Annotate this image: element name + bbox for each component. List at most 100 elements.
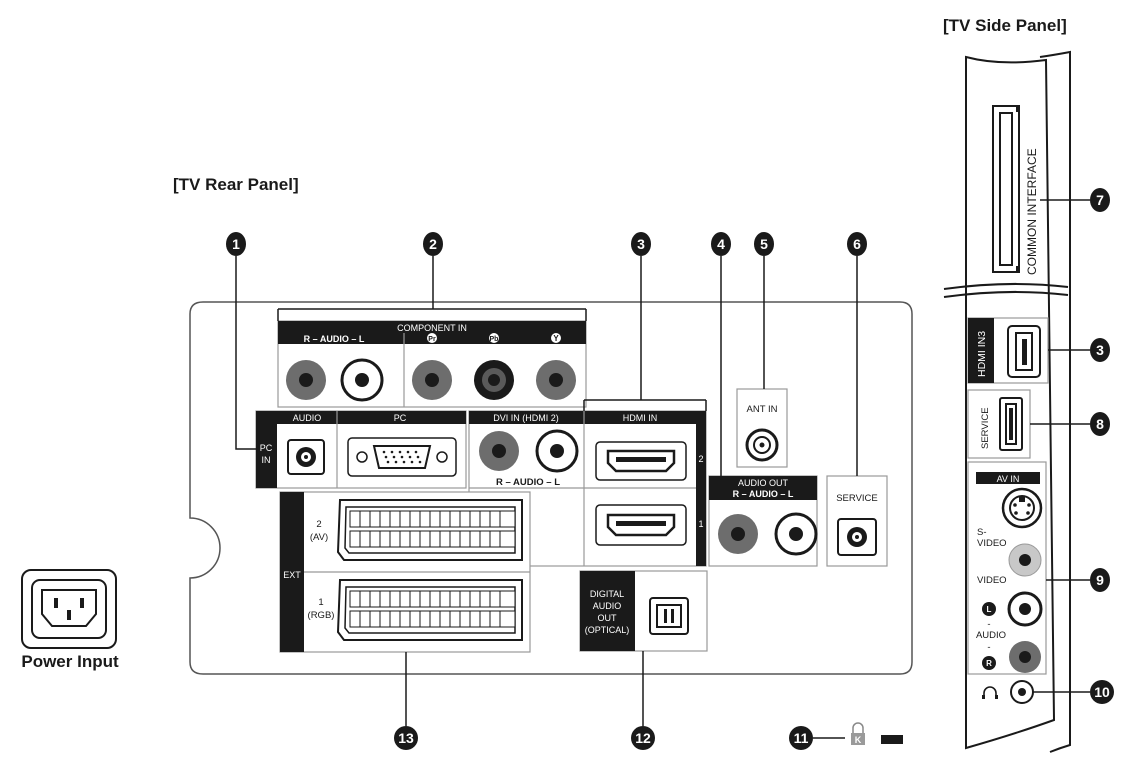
component-audio-l-jack: [340, 358, 384, 402]
audio-out-l-jack: [774, 512, 818, 556]
av-in-label: AV IN: [997, 474, 1020, 484]
component-audio-r-jack: [286, 360, 326, 400]
callout-4-label: 4: [717, 236, 725, 252]
kensington-label: K: [855, 735, 862, 745]
side-panel-title: [TV Side Panel]: [943, 16, 1067, 35]
digital-audio-out-block: [579, 570, 708, 652]
callout-3-side: [1090, 338, 1110, 362]
power-input-label: Power Input: [21, 652, 119, 671]
headphone-jack: [982, 680, 1034, 704]
callout-3-label: 3: [637, 236, 645, 252]
rear-panel-title: [TV Rear Panel]: [173, 175, 299, 194]
s-video-label-1: S-: [977, 527, 987, 538]
audio-out-block: [708, 475, 818, 567]
pc-in-block: [255, 410, 467, 489]
callout-7: [1090, 188, 1110, 212]
callout-10: [1090, 680, 1114, 704]
callout-5-label: 5: [760, 236, 768, 252]
hdmi-2-port: [595, 441, 687, 481]
callout-5: [754, 232, 774, 256]
callout-1: [226, 232, 246, 256]
callout-2-label: 2: [429, 236, 437, 252]
audio-out-label: AUDIO OUT: [738, 478, 789, 488]
rear-leader-lines: [235, 256, 858, 726]
s-video-port: [1001, 487, 1043, 529]
pc-audio-jack: [287, 439, 325, 475]
callout-9-label: 9: [1096, 572, 1104, 588]
callout-3: [631, 232, 651, 256]
callout-10-label: 10: [1094, 684, 1110, 700]
pr-badge: [427, 333, 437, 343]
ant-in-label: ANT IN: [747, 404, 778, 415]
ext-label: EXT: [283, 570, 301, 580]
side-audio-r-jack: [1009, 641, 1041, 673]
callout-3-side-label: 3: [1096, 342, 1104, 358]
dvi-in-label: DVI IN (HDMI 2): [493, 413, 559, 423]
dvi-audio-label: R – AUDIO – L: [496, 477, 560, 488]
ant-in-block: [736, 388, 788, 468]
digital-label-2: AUDIO: [593, 601, 622, 611]
audio-out-rl-label: R – AUDIO – L: [733, 489, 794, 499]
service-label: SERVICE: [836, 493, 878, 504]
side-hdmi-block: [967, 317, 1049, 384]
pc-in-label-1: PC: [260, 443, 273, 453]
side-video-jack: [1008, 543, 1042, 577]
pb-label: Pb: [490, 336, 499, 343]
callout-12: [631, 726, 655, 750]
s-video-label-2: VIDEO: [977, 538, 1007, 549]
pc-label: PC: [394, 413, 407, 423]
side-audio-l-label: L: [987, 605, 992, 614]
callout-8-label: 8: [1096, 416, 1104, 432]
pb-badge: [489, 333, 499, 343]
side-hdmi-label: HDMI IN3: [976, 331, 988, 377]
digital-label-3: OUT: [598, 613, 618, 623]
component-in-label: COMPONENT IN: [397, 323, 467, 333]
hdmi-in-label: HDMI IN: [623, 413, 658, 423]
hdmi-1-port: [595, 504, 687, 546]
component-audio-label: R – AUDIO – L: [304, 334, 365, 344]
dvi-audio-l-jack: [535, 429, 579, 473]
callout-6: [847, 232, 867, 256]
callout-11: [789, 726, 813, 750]
kensington-lock-icon: [851, 722, 903, 745]
side-audio-label: AUDIO: [976, 630, 1006, 641]
common-interface-slot: [992, 105, 1020, 273]
side-service-block: [967, 389, 1031, 459]
callout-13-label: 13: [398, 730, 414, 746]
component-pb-jack: [474, 360, 514, 400]
callout-2: [423, 232, 443, 256]
side-audio-l-jack: [1007, 591, 1043, 627]
side-audio-dash-1: -: [987, 619, 990, 630]
callout-7-label: 7: [1096, 192, 1104, 208]
ext1-label-a: 1: [318, 597, 323, 608]
side-audio-dash-2: -: [987, 642, 990, 653]
optical-port: [649, 597, 689, 635]
side-av-in-block: [967, 461, 1047, 675]
service-block: [826, 475, 888, 567]
ext-block: [279, 491, 531, 653]
common-interface-label: COMMON INTERFACE: [1025, 148, 1039, 275]
callout-12-label: 12: [635, 730, 651, 746]
scart-2-port: [336, 499, 523, 561]
hdmi-1-number: 1: [698, 519, 703, 529]
ext2-label-a: 2: [316, 519, 321, 530]
component-y-jack: [536, 360, 576, 400]
audio-out-r-jack: [718, 514, 758, 554]
callout-11-label: 11: [794, 730, 809, 746]
pc-audio-label: AUDIO: [293, 413, 322, 423]
side-service-label: SERVICE: [980, 407, 991, 449]
digital-label-4: (OPTICAL): [585, 625, 630, 635]
callout-8: [1090, 412, 1110, 436]
y-label: Y: [553, 334, 559, 343]
digital-label-1: DIGITAL: [590, 589, 624, 599]
pr-label: Pr: [428, 336, 436, 343]
y-badge: [551, 333, 561, 343]
ext2-label-b: (AV): [310, 532, 328, 543]
callout-4: [711, 232, 731, 256]
dvi-audio-r-jack: [479, 431, 519, 471]
power-input-socket: [21, 569, 117, 649]
pc-in-label-2: IN: [262, 455, 271, 465]
hdmi-2-number: 2: [698, 454, 703, 464]
side-leader-lines: [1030, 199, 1090, 693]
